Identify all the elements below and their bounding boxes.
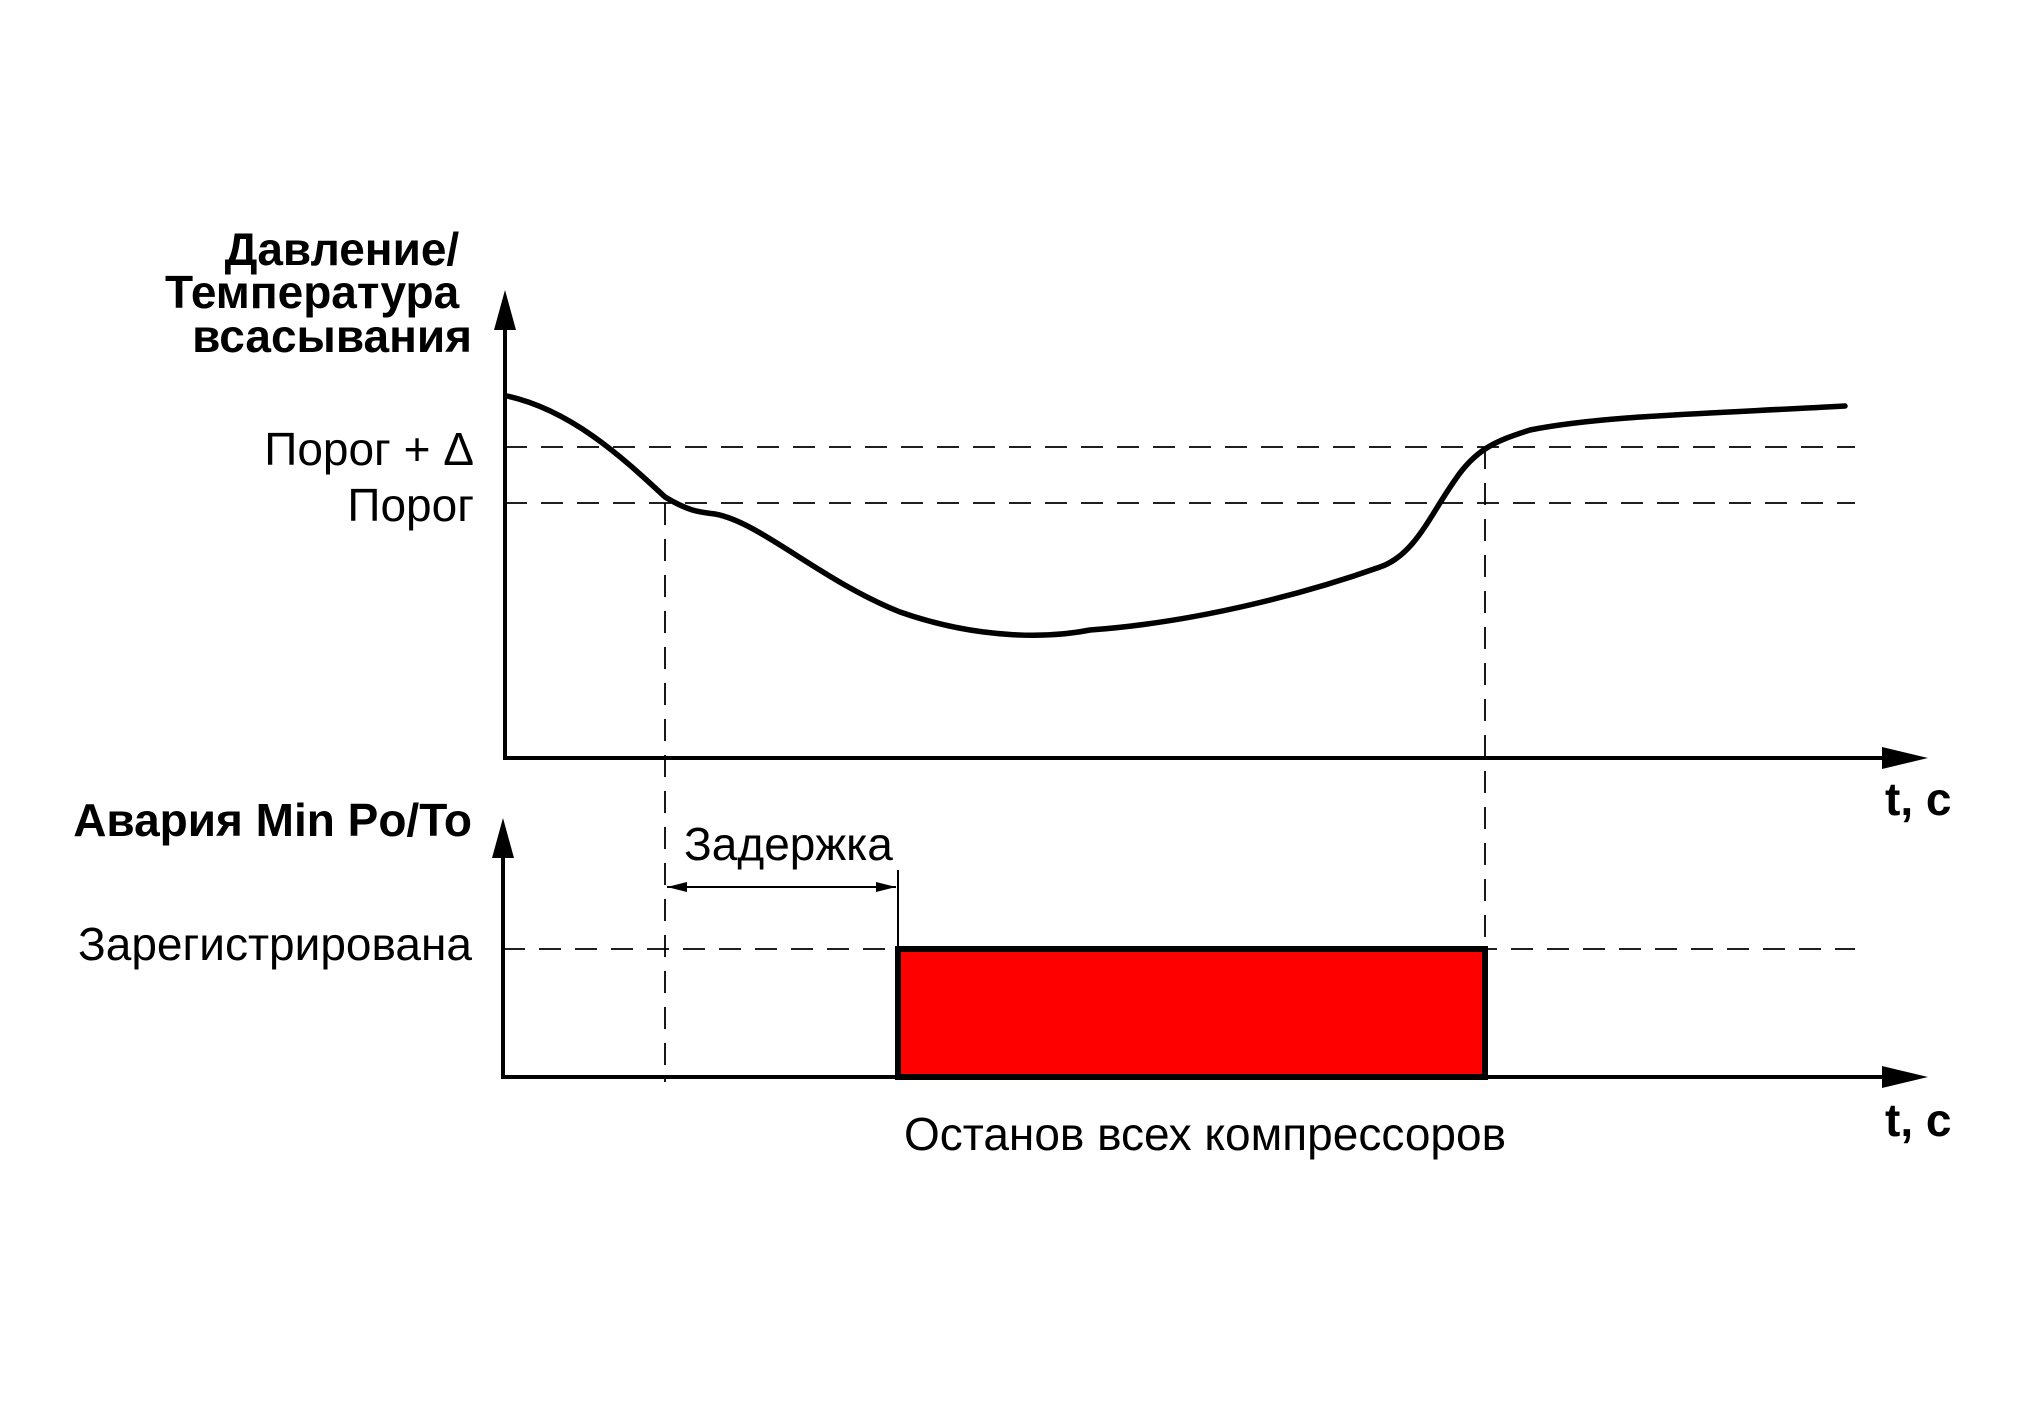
top-x-axis-arrow — [1882, 747, 1928, 769]
top-y-axis-label-line-1: Давление/ — [225, 223, 460, 275]
threshold-label: Порог — [347, 479, 474, 531]
suction-pressure-curve — [504, 393, 1848, 638]
top-y-axis-label: Давление/ Температура всасывания — [165, 223, 472, 362]
stop-all-compressors-label: Останов всех компрессоров — [904, 1108, 1506, 1160]
delay-label: Задержка — [684, 818, 893, 870]
top-y-axis-arrow — [494, 290, 516, 330]
alarm-registered-label: Зарегистрирована — [78, 918, 472, 970]
threshold-plus-delta-label: Порог + Δ — [264, 423, 474, 475]
top-y-axis-label-line-2: Температура — [165, 266, 460, 318]
top-x-axis-label: t, с — [1885, 773, 1951, 825]
top-chart: Давление/ Температура всасывания Порог +… — [165, 223, 1951, 825]
bottom-x-axis-arrow — [1882, 1066, 1928, 1088]
alarm-active-block — [895, 946, 1488, 1080]
bottom-chart: Авария Min Po/To Зарегистрирована Задерж… — [73, 794, 1951, 1160]
bottom-y-axis-label: Авария Min Po/To — [73, 794, 472, 846]
bottom-x-axis-label: t, с — [1885, 1094, 1951, 1146]
top-y-axis-label-line-3: всасывания — [192, 310, 472, 362]
bottom-y-axis-arrow — [492, 818, 514, 858]
